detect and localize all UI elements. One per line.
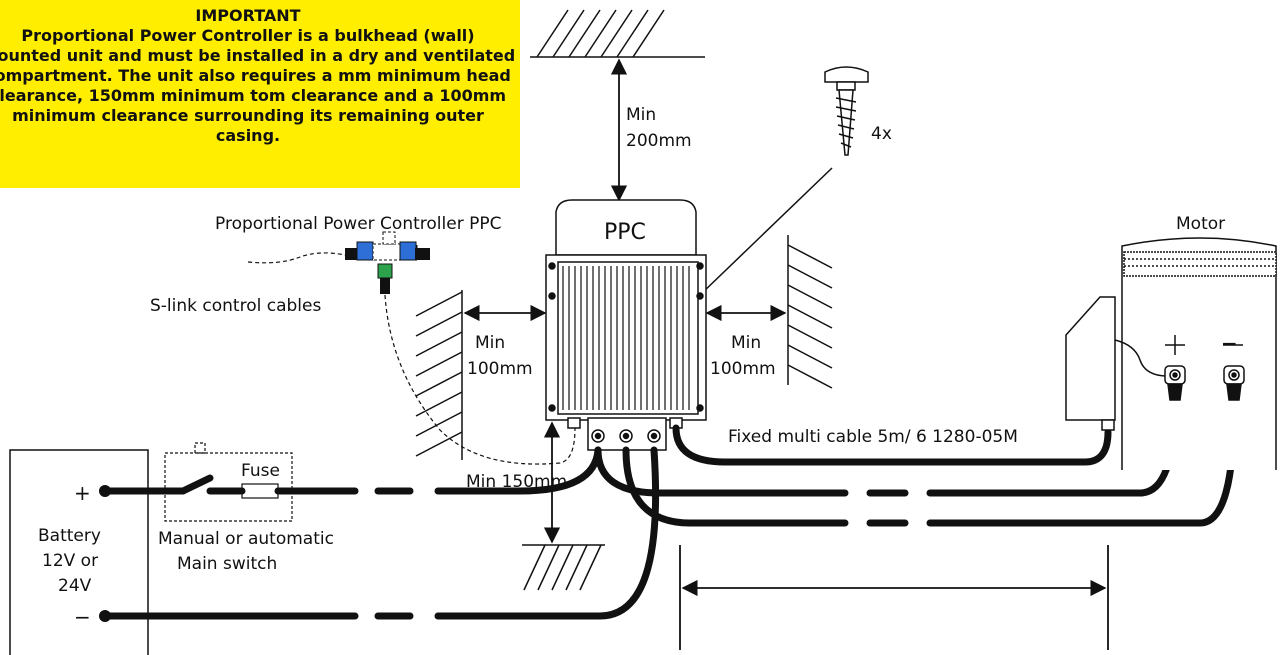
notice-body: Proportional Power Controller is a bulkh… — [0, 26, 516, 145]
power-cables — [101, 396, 1238, 620]
multi-cable-label: Fixed multi cable 5m/ 6 1280-05M — [728, 427, 1018, 447]
motor-label: Motor — [1176, 214, 1225, 234]
important-notice: IMPORTANT Proportional Power Controller … — [0, 0, 520, 188]
left-wall — [415, 290, 463, 460]
motor — [1065, 237, 1277, 470]
ppc-label: PPC — [604, 220, 646, 245]
fuse-switch-box — [164, 442, 293, 522]
screw-icon — [699, 66, 869, 296]
bottom-clearance-label: Min 150mm — [466, 472, 567, 492]
battery-label-2: 12V or — [42, 551, 98, 571]
motor-minus-label: − — [1221, 331, 1238, 355]
slink-connector-icon — [247, 231, 576, 465]
top-wall — [530, 9, 705, 58]
battery-plus-label: + — [74, 481, 91, 505]
right-wall — [787, 235, 833, 389]
battery-plus-terminal — [99, 485, 111, 497]
fuse-label: Fuse — [241, 461, 280, 481]
right-clearance-label-1: Min — [731, 333, 761, 353]
switch-label-1: Manual or automatic — [158, 529, 334, 549]
switch-label-2: Main switch — [177, 554, 277, 574]
screw-count-label: 4x — [871, 124, 892, 144]
left-clearance-label-2: 100mm — [467, 359, 533, 379]
battery-minus-terminal — [99, 610, 111, 622]
left-clearance-label-1: Min — [475, 333, 505, 353]
battery-label-3: 24V — [58, 576, 92, 596]
slink-label: S-link control cables — [150, 296, 321, 316]
top-clearance-label-2: 200mm — [626, 131, 692, 151]
right-clearance-label-2: 100mm — [710, 359, 776, 379]
ppc-controller — [545, 199, 707, 451]
top-clearance-label-1: Min — [626, 105, 656, 125]
battery-label-1: Battery — [38, 526, 101, 546]
battery — [9, 449, 149, 655]
notice-title: IMPORTANT — [195, 6, 301, 25]
bottom-wall — [522, 544, 605, 591]
controller-name-label: Proportional Power Controller PPC — [215, 214, 501, 234]
dimension-arrows — [463, 58, 1109, 650]
battery-minus-label: − — [74, 605, 91, 629]
